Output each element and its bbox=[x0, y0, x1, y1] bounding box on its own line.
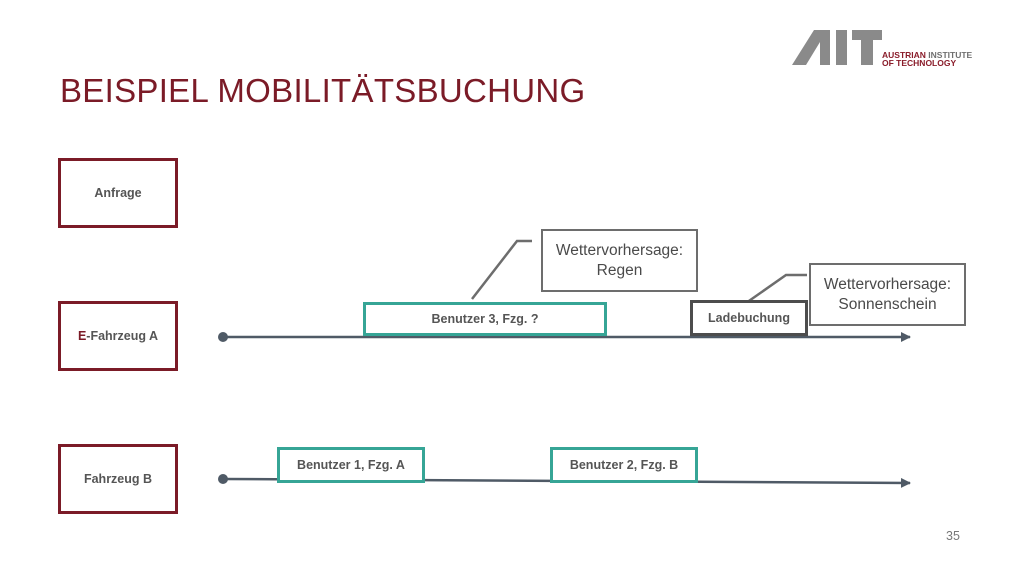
row-label-efahrzeug-text: -Fahrzeug A bbox=[86, 329, 159, 343]
logo-text-line2: OF TECHNOLOGY bbox=[882, 58, 957, 68]
callout-wetter-regen: Wettervorhersage: Regen bbox=[541, 229, 698, 292]
booking-benutzer3: Benutzer 3, Fzg. ? bbox=[363, 302, 607, 336]
row-label-efahrzeug: E-Fahrzeug A bbox=[58, 301, 178, 371]
page-title: BEISPIEL MOBILITÄTSBUCHUNG bbox=[60, 72, 586, 109]
timeline-start-fahrzeugb bbox=[218, 474, 228, 484]
page-number: 35 bbox=[946, 529, 960, 543]
booking-benutzer2-label: Benutzer 2, Fzg. B bbox=[569, 458, 679, 472]
booking-ladebuchung-label: Ladebuchung bbox=[708, 311, 790, 325]
row-label-fahrzeugb: Fahrzeug B bbox=[58, 444, 178, 514]
callout-regen-line2: Regen bbox=[596, 261, 643, 279]
callout-sonne-line1: Wettervorhersage: bbox=[823, 275, 952, 293]
ait-logo-icon bbox=[792, 30, 882, 65]
callout-wetter-sonne: Wettervorhersage: Sonnenschein bbox=[809, 263, 966, 326]
callout-pointer-sonne bbox=[745, 273, 807, 305]
callout-regen-line1: Wettervorhersage: bbox=[555, 241, 684, 259]
logo-text-austrian: AUSTRIAN bbox=[882, 50, 926, 60]
timeline-start-efahrzeug bbox=[218, 332, 228, 342]
booking-benutzer1-label: Benutzer 1, Fzg. A bbox=[297, 458, 405, 472]
callout-sonne-line2: Sonnenschein bbox=[838, 295, 937, 313]
booking-ladebuchung: Ladebuchung bbox=[690, 300, 808, 336]
booking-benutzer3-label: Benutzer 3, Fzg. ? bbox=[431, 312, 539, 326]
row-label-fahrzeugb-text: Fahrzeug B bbox=[83, 472, 153, 486]
logo-text-line1: AUSTRIAN INSTITUTE bbox=[882, 51, 972, 60]
booking-benutzer2: Benutzer 2, Fzg. B bbox=[550, 447, 698, 483]
logo-text-institute: INSTITUTE bbox=[925, 50, 973, 60]
booking-benutzer1: Benutzer 1, Fzg. A bbox=[277, 447, 425, 483]
row-label-anfrage: Anfrage bbox=[58, 158, 178, 228]
callout-pointer-regen bbox=[471, 239, 532, 300]
row-label-efahrzeug-prefix: E bbox=[77, 329, 87, 343]
row-label-anfrage-text: Anfrage bbox=[94, 186, 142, 200]
